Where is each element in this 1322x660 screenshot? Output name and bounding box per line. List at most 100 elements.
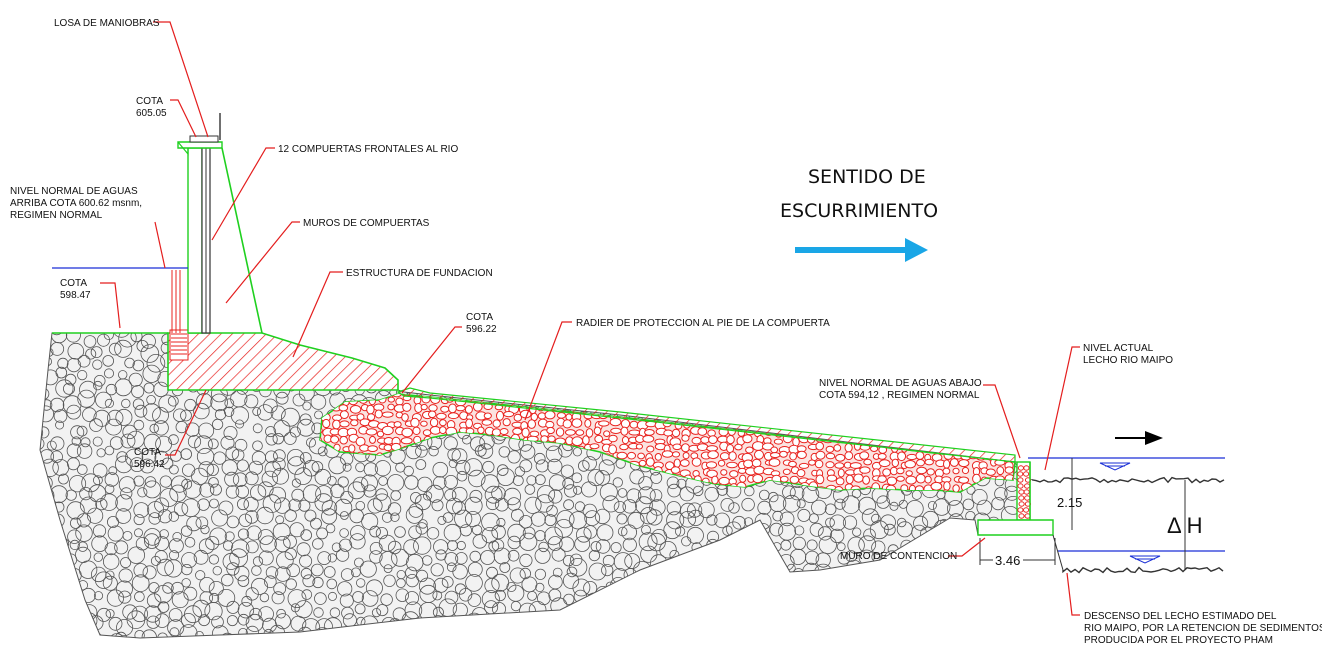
riprap-stone [621, 436, 630, 445]
gravel-stone [83, 335, 97, 348]
gravel-stone [906, 599, 923, 616]
riprap-stone [513, 413, 522, 422]
flow-direction-arrow [795, 238, 928, 262]
gravel-stone [1031, 471, 1046, 486]
gravel-stone [573, 350, 592, 369]
riprap-stone [958, 459, 970, 468]
gravel-stone [491, 573, 510, 592]
gravel-stone [636, 341, 648, 353]
gravel-stone [40, 632, 41, 638]
gravel-stone [863, 528, 876, 542]
label-cota-596-42-value: 596.42 [134, 459, 165, 470]
gravel-stone [725, 367, 742, 384]
gravel-stone [535, 494, 554, 513]
riprap-stone [610, 427, 622, 434]
riprap-stone [862, 421, 875, 429]
gravel-stone [359, 560, 377, 578]
gravel-stone [675, 581, 688, 593]
gravel-stone [444, 365, 461, 382]
gravel-stone [790, 371, 809, 390]
gravel-stone [796, 581, 811, 597]
riprap-stone [642, 435, 655, 443]
riprap-stone [1017, 471, 1024, 477]
gravel-stone [807, 381, 818, 391]
gravel-stone [314, 410, 323, 420]
riprap-stone [808, 459, 816, 466]
gravel-stone [596, 342, 610, 356]
gravel-stone [967, 628, 981, 638]
gravel-stone [934, 354, 949, 369]
gravel-stone [825, 517, 835, 528]
label-descenso-1: DESCENSO DEL LECHO ESTIMADO DEL [1084, 611, 1277, 622]
riprap-stone [629, 402, 640, 411]
gravel-stone [89, 418, 103, 432]
gravel-stone [740, 582, 751, 593]
gravel-stone [395, 578, 406, 588]
gravel-stone [452, 377, 471, 396]
gravel-stone [494, 359, 510, 376]
gravel-stone [245, 613, 264, 632]
gravel-stone [87, 632, 104, 638]
gravel-stone [534, 474, 546, 486]
riprap-stone [833, 444, 842, 452]
riprap-stone [756, 394, 765, 398]
gravel-stone [482, 460, 495, 474]
gravel-stone [58, 473, 69, 485]
gravel-stone [503, 487, 522, 506]
riprap-stone [915, 434, 926, 444]
riprap-stone [990, 433, 1000, 444]
gravel-stone [496, 464, 509, 476]
label-nivel-actual-1: NIVEL ACTUAL [1083, 343, 1154, 354]
riprap-stone [989, 397, 1000, 404]
riprap-stone [463, 394, 475, 395]
gravel-stone [226, 648, 235, 655]
gravel-stone [692, 369, 704, 381]
gravel-stone [149, 423, 159, 434]
gravel-stone [879, 321, 889, 331]
gravel-stone [362, 628, 379, 638]
gravel-stone [955, 410, 967, 421]
gravel-stone [851, 411, 861, 422]
riprap-stone [926, 468, 935, 476]
gravel-stone [740, 593, 754, 607]
gravel-stone [978, 602, 988, 612]
gravel-stone [313, 607, 324, 618]
gravel-stone [949, 629, 965, 638]
gravel-stone [341, 645, 349, 653]
gravel-stone [472, 534, 488, 549]
gravel-stone [402, 333, 412, 344]
gravel-stone [713, 615, 731, 632]
gravel-stone [823, 340, 836, 353]
gravel-stone [342, 462, 352, 472]
gravel-stone [247, 640, 257, 650]
gravel-stone [57, 357, 69, 369]
gravel-stone [986, 315, 999, 328]
gravel-stone [328, 456, 347, 475]
gravel-stone [326, 578, 338, 590]
label-sentido-1: SENTIDO DE [808, 166, 926, 188]
gravel-stone [832, 579, 847, 593]
gravel-stone [284, 509, 297, 522]
gravel-stone [115, 455, 133, 474]
gravel-stone [613, 552, 633, 571]
gravel-stone [927, 500, 937, 510]
gravel-stone [608, 610, 627, 629]
riprap-stone [751, 397, 762, 406]
gravel-stone [906, 334, 922, 350]
riprap-stone [962, 430, 971, 437]
gravel-stone [661, 586, 680, 605]
gravel-stone [49, 397, 65, 413]
gravel-stone [995, 592, 1005, 602]
gravel-stone [1034, 420, 1046, 432]
riprap-stone [717, 409, 727, 419]
gravel-stone [998, 642, 1015, 655]
gravel-stone [725, 624, 742, 638]
gravel-stone [1052, 626, 1053, 638]
gravel-stone [40, 503, 50, 516]
riprap-stone [455, 405, 466, 412]
gravel-stone [697, 604, 716, 622]
gravel-stone [575, 386, 590, 401]
gravel-stone [413, 536, 432, 555]
gravel-stone [665, 366, 676, 378]
gravel-stone [100, 493, 118, 512]
